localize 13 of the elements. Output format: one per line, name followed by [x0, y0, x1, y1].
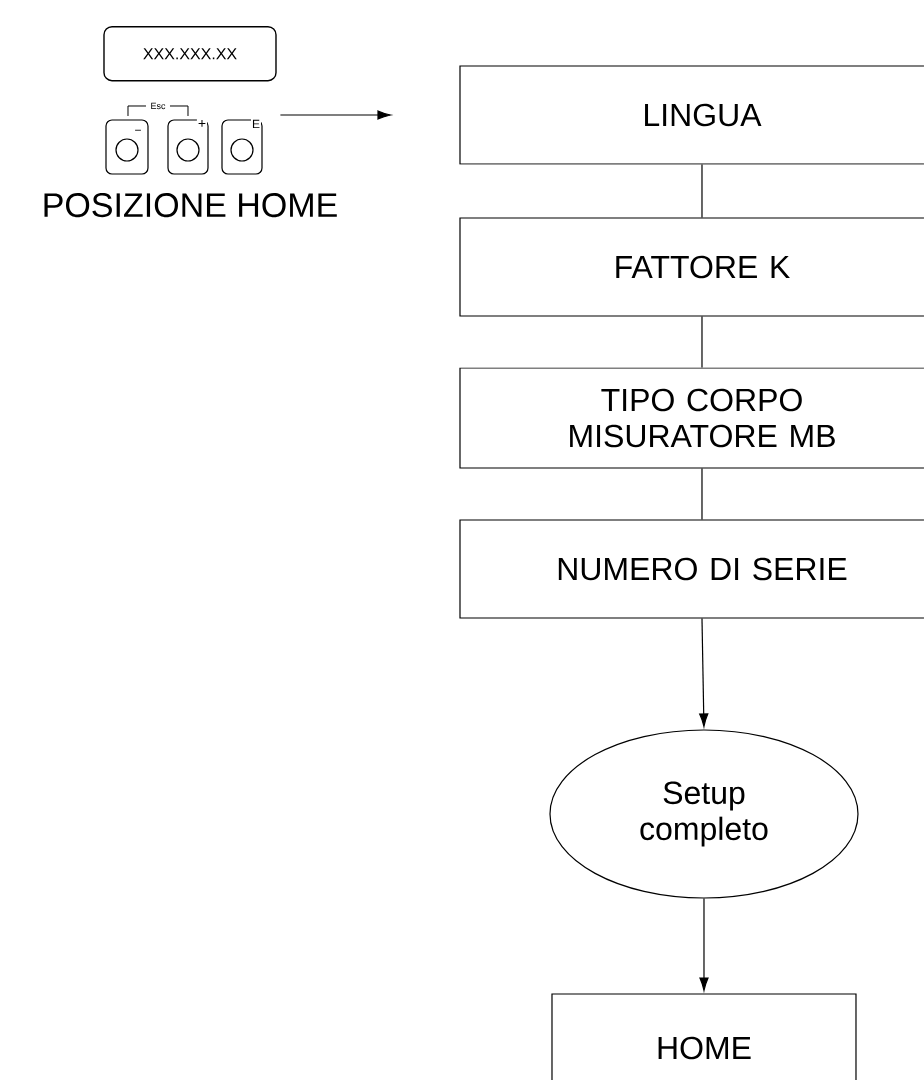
connector	[699, 898, 709, 992]
device-label: POSIZIONE HOME	[44, 193, 337, 218]
connector	[279, 110, 392, 120]
connector	[701, 468, 703, 520]
display-screen: XXX.XXX.XX	[103, 26, 277, 82]
process-box: FATTORE K	[459, 217, 924, 317]
connector	[699, 618, 709, 728]
connector	[701, 316, 703, 368]
connector	[701, 164, 703, 218]
process-box: HOME	[551, 993, 857, 1080]
process-box: NUMERO DI SERIE	[459, 519, 924, 619]
process-box: LINGUA	[459, 65, 924, 165]
process-box: TIPO CORPO MISURATORE MB	[459, 367, 924, 469]
